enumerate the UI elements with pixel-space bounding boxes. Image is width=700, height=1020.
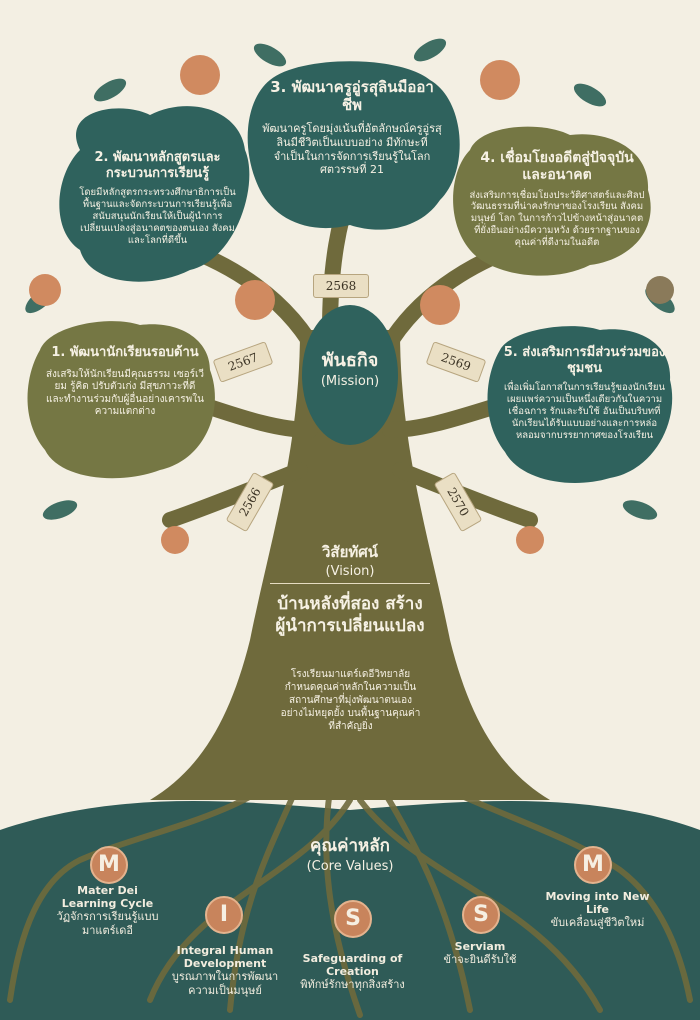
core-value-5: Moving into New Life ขับเคลื่อนสู่ชีวิตใ… bbox=[540, 890, 655, 930]
mission-1: 1. พัฒนานักเรียนรอบด้าน ส่งเสริมให้นักเร… bbox=[45, 345, 205, 419]
mission-3-body: พัฒนาครูโดยมุ่งเน้นที่อัตลักษณ์ครูอู่รสุ… bbox=[262, 122, 442, 177]
core-value-badge-i: I bbox=[205, 896, 243, 934]
core-value-badge-s1: S bbox=[334, 900, 372, 938]
core-value-4: Serviam ข้าจะยินดีรับใช้ bbox=[430, 940, 530, 966]
core-value-badge-s2: S bbox=[462, 896, 500, 934]
core-value-1-en: Mater Dei Learning Cycle bbox=[61, 884, 154, 911]
mission-2-title: 2. พัฒนาหลักสูตรและกระบวนการเรียนรู้ bbox=[94, 150, 221, 181]
core-value-5-th: ขับเคลื่อนสู่ชีวิตใหม่ bbox=[550, 916, 645, 930]
mission-heading: พันธกิจ (Mission) bbox=[300, 345, 400, 389]
core-value-badge-m1: M bbox=[90, 846, 128, 884]
core-value-4-en: Serviam bbox=[454, 940, 506, 953]
mission-2: 2. พัฒนาหลักสูตรและกระบวนการเรียนรู้ โดย… bbox=[75, 150, 240, 247]
core-value-2-en: Integral Human Development bbox=[176, 944, 274, 971]
mission-4-body: ส่งเสริมการเชื่อมโยงประวัติศาสตร์และศิลป… bbox=[469, 189, 645, 249]
core-values-heading: คุณค่าหลัก (Core Values) bbox=[280, 832, 420, 874]
flowers bbox=[29, 55, 674, 554]
year-ribbon-2568: 2568 bbox=[313, 274, 369, 298]
mission-4-title: 4. เชื่อมโยงอดีตสู่ปัจจุบันและอนาคต bbox=[480, 150, 634, 183]
core-value-2: Integral Human Development บูรณภาพในการพ… bbox=[165, 944, 285, 997]
core-value-3: Safeguarding of Creation พิทักษ์รักษาทุก… bbox=[290, 952, 415, 992]
core-value-3-th: พิทักษ์รักษาทุกสิ่งสร้าง bbox=[300, 978, 405, 992]
mission-bubble-5 bbox=[487, 326, 673, 483]
roots bbox=[7, 767, 693, 1018]
core-value-1-th: วัฏจักรการเรียนรู้แบบมาแตร์เดอี bbox=[56, 910, 159, 937]
mission-3: 3. พัฒนาครูอู่รสุลินมืออาชีพ พัฒนาครูโดย… bbox=[262, 78, 442, 177]
mission-3-title: 3. พัฒนาครูอู่รสุลินมืออาชีพ bbox=[270, 78, 434, 114]
core-value-2-th: บูรณภาพในการพัฒนาความเป็นมนุษย์ bbox=[171, 970, 279, 997]
mission-bubble-1 bbox=[27, 321, 215, 479]
trunk bbox=[150, 330, 550, 800]
core-values-label-en: (Core Values) bbox=[306, 859, 394, 874]
mission-1-title: 1. พัฒนานักเรียนรอบด้าน bbox=[51, 345, 199, 360]
core-value-1: Mater Dei Learning Cycle วัฏจักรการเรียน… bbox=[50, 884, 165, 937]
mission-2-body: โดยมีหลักสูตรกระทรวงศึกษาธิการเป็นพื้นฐา… bbox=[79, 187, 236, 246]
mission-1-body: ส่งเสริมให้นักเรียนมีคุณธรรม เซอร์เวียม … bbox=[45, 368, 205, 418]
core-value-3-en: Safeguarding of Creation bbox=[302, 952, 403, 979]
core-value-5-en: Moving into New Life bbox=[545, 890, 650, 917]
mission-label: พันธกิจ bbox=[321, 350, 379, 371]
mission-bubble-4 bbox=[453, 126, 651, 276]
mission-bubble-2 bbox=[59, 106, 250, 282]
vision-label: วิสัยทัศน์ bbox=[321, 543, 379, 561]
core-values-label: คุณค่าหลัก bbox=[310, 836, 390, 856]
mission-5-body: เพื่อเพิ่มโอกาสในการเรียนรู้ของนักเรียน … bbox=[503, 382, 665, 441]
mission-label-en: (Mission) bbox=[320, 374, 380, 389]
mission-oval bbox=[302, 305, 398, 445]
core-value-4-th: ข้าจะยินดีรับใช้ bbox=[443, 953, 517, 967]
mission-5-title: 5. ส่งเสริมการมีส่วนร่วมของชุมชน bbox=[503, 345, 666, 376]
vision-label-en: (Vision) bbox=[270, 564, 430, 584]
vision-heading: วิสัยทัศน์ (Vision) bbox=[270, 540, 430, 584]
mission-5: 5. ส่งเสริมการมีส่วนร่วมของชุมชน เพื่อเพ… bbox=[502, 345, 667, 442]
core-value-badge-m2: M bbox=[574, 846, 612, 884]
mission-4: 4. เชื่อมโยงอดีตสู่ปัจจุบันและอนาคต ส่งเ… bbox=[468, 150, 646, 249]
vision-description: โรงเรียนมาแตร์เดอีวิทยาลัย กำหนดคุณค่าหล… bbox=[280, 669, 421, 732]
mission-bubble-3 bbox=[247, 61, 460, 230]
vision-statement: บ้านหลังที่สอง สร้างผู้นำการเปลี่ยนแปลง bbox=[275, 594, 425, 637]
